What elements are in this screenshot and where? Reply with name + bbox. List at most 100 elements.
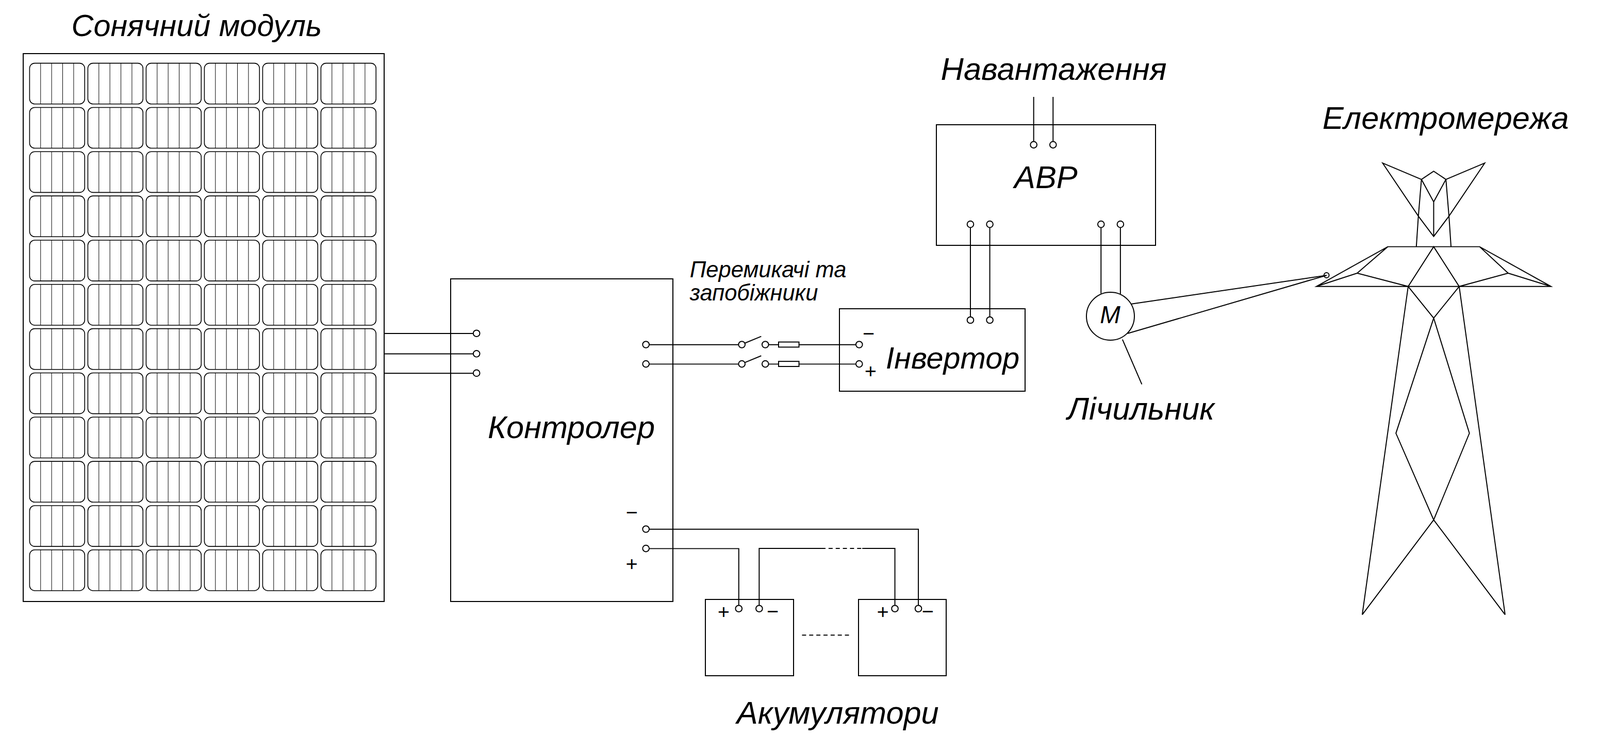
solar-cell <box>204 195 260 237</box>
cell-busbar <box>295 240 296 282</box>
wire <box>649 548 739 606</box>
battery-ellipsis <box>801 634 851 636</box>
cell-busbar <box>73 151 74 193</box>
cell-busbar <box>226 63 227 105</box>
node-title: Контролер <box>487 409 655 447</box>
cell-busbar <box>331 63 333 105</box>
cell-busbar <box>226 417 227 458</box>
cell-busbar <box>40 461 41 503</box>
power-tower <box>1316 162 1552 615</box>
cell-busbar <box>331 195 333 237</box>
wire-segment <box>384 333 474 335</box>
solar-cell <box>262 107 318 148</box>
terminal-pin <box>986 221 994 228</box>
solar-cell <box>262 284 318 326</box>
solar-cell <box>320 328 376 370</box>
cell-busbar <box>109 107 111 148</box>
solar-cell <box>262 550 318 591</box>
cell-busbar <box>40 505 41 547</box>
cell-busbar <box>295 107 296 148</box>
wire-segment <box>969 227 971 318</box>
wire-segment <box>384 353 474 355</box>
cell-busbar <box>168 372 169 414</box>
solar-cell <box>29 550 85 591</box>
cell-busbar <box>168 284 169 326</box>
cell-busbar <box>131 195 133 237</box>
solar-cell <box>320 417 376 458</box>
solar-cell <box>29 284 85 326</box>
solar-cell <box>320 151 376 193</box>
cell-busbar <box>109 63 111 105</box>
cell-busbar <box>295 417 296 458</box>
cell-busbar <box>51 417 53 458</box>
terminal-pin <box>642 341 650 349</box>
cell-busbar <box>248 372 249 414</box>
cell-busbar <box>62 461 63 503</box>
solar-cell <box>262 195 318 237</box>
solar-cell <box>145 151 202 193</box>
cell-busbar <box>237 417 238 458</box>
terminal-pin <box>967 317 975 324</box>
solar-cell <box>145 107 202 148</box>
cell-busbar <box>342 372 344 414</box>
cell-busbar <box>40 151 41 193</box>
cell-busbar <box>189 417 191 458</box>
cell-busbar <box>364 328 366 370</box>
cell-busbar <box>248 461 249 503</box>
cell-busbar <box>51 107 53 148</box>
cell-busbar <box>109 195 111 237</box>
terminal-pin <box>473 330 481 337</box>
terminal-pin <box>762 360 769 368</box>
cell-busbar <box>248 63 249 105</box>
terminal-pin <box>642 360 650 368</box>
cell-busbar <box>215 240 216 282</box>
cell-busbar <box>226 328 227 370</box>
cell-busbar <box>226 195 227 237</box>
meter-circle: МЛічильник <box>1085 291 1135 341</box>
cell-busbar <box>120 151 122 193</box>
cell-busbar <box>98 461 100 503</box>
cell-busbar <box>364 240 366 282</box>
cell-busbar <box>189 107 191 148</box>
cell-busbar <box>109 151 111 193</box>
cell-busbar <box>51 63 53 105</box>
cell-busbar <box>156 151 158 193</box>
cell-busbar <box>226 107 227 148</box>
cell-busbar <box>226 550 227 591</box>
terminal-pin <box>735 605 742 613</box>
cell-busbar <box>273 550 274 591</box>
cell-busbar <box>273 284 274 326</box>
solar-cell <box>145 505 202 547</box>
wire <box>384 333 474 374</box>
terminal-pin <box>642 545 650 553</box>
solar-cell <box>320 550 376 591</box>
wire <box>759 548 895 606</box>
cell-busbar <box>237 328 238 370</box>
solar-cell <box>29 505 85 547</box>
fuse-symbols <box>778 342 800 367</box>
node-text: + <box>625 552 638 576</box>
solar-cell <box>262 461 318 503</box>
cell-busbar <box>51 372 53 414</box>
cell-busbar <box>273 151 274 193</box>
cell-busbar <box>284 284 286 326</box>
switch-blades <box>744 336 762 364</box>
cell-busbar <box>237 240 238 282</box>
cell-busbar <box>215 284 216 326</box>
cell-busbar <box>237 461 238 503</box>
solar-cell <box>262 372 318 414</box>
cell-busbar <box>364 107 366 148</box>
wire-segment <box>821 548 863 550</box>
wire <box>1100 227 1121 295</box>
solar-cell <box>262 240 318 282</box>
cell-busbar <box>156 63 158 105</box>
solar-cell <box>145 461 202 503</box>
cell-busbar <box>178 417 180 458</box>
wire-segment <box>649 548 739 606</box>
cell-busbar <box>306 284 307 326</box>
solar-cell <box>29 240 85 282</box>
cell-busbar <box>178 505 180 547</box>
cell-busbar <box>178 550 180 591</box>
cell-busbar <box>131 63 133 105</box>
solar-cell <box>145 240 202 282</box>
